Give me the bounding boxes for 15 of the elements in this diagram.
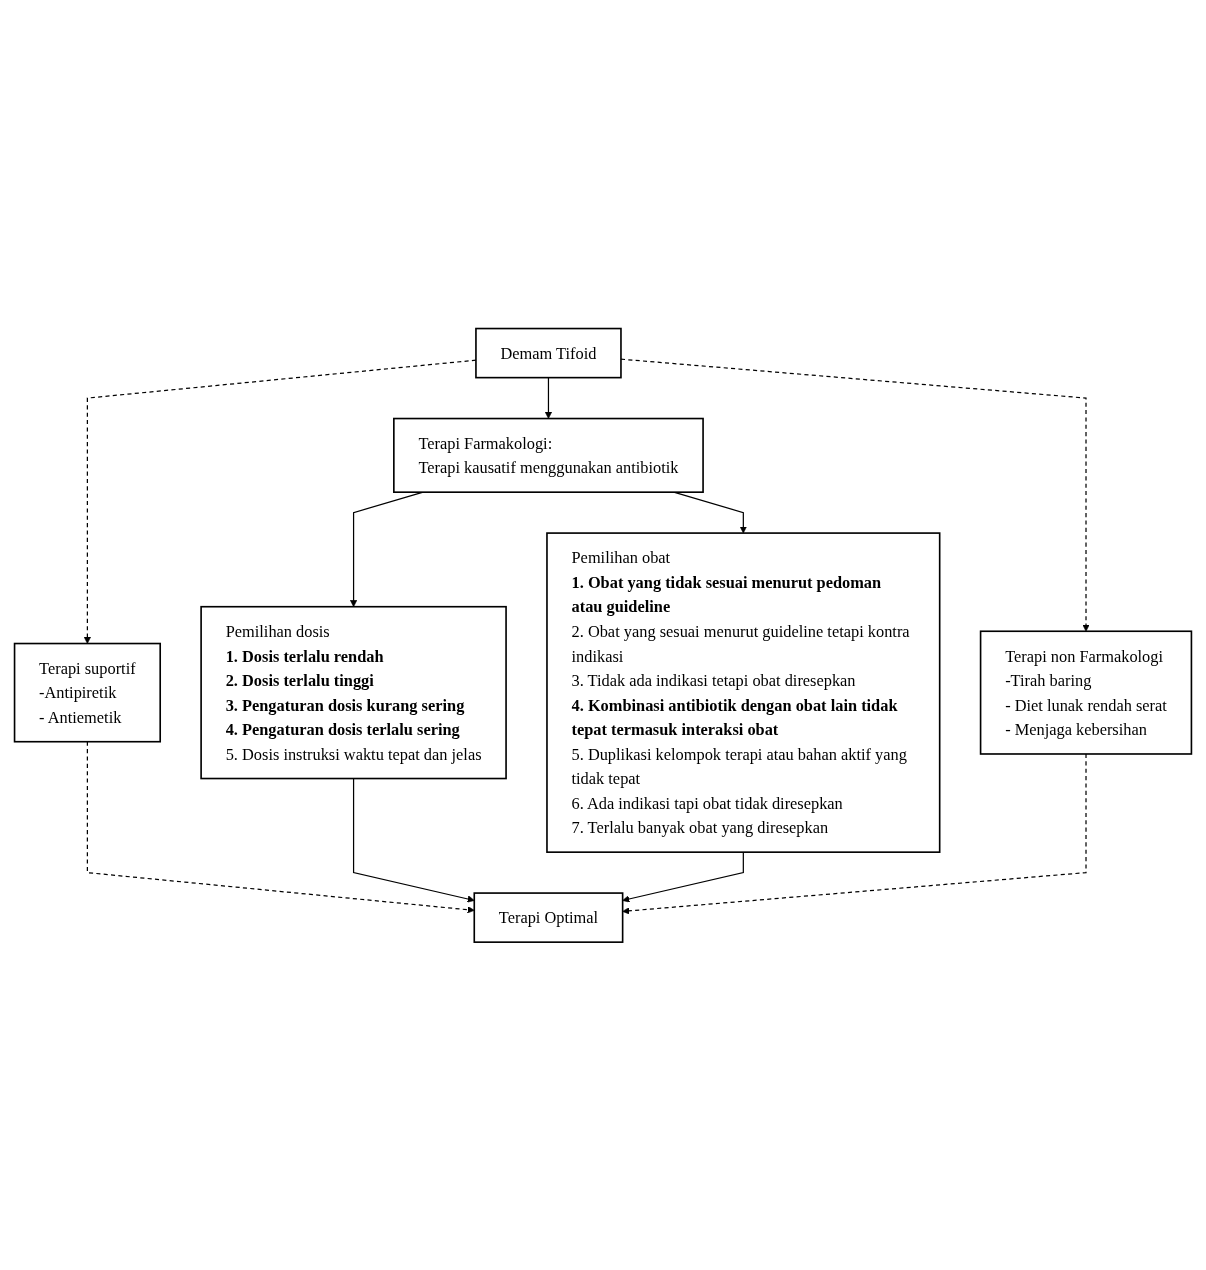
arrow xyxy=(673,491,747,534)
node-box: Terapi Farmakologi: Terapi kausatif menggunakan antibiotik xyxy=(393,417,704,493)
arrow xyxy=(350,491,424,607)
arrow xyxy=(620,358,1090,632)
arrow xyxy=(622,851,744,903)
arrow xyxy=(86,740,475,913)
node-box: Terapi Optimal xyxy=(473,891,624,943)
node-box: Terapi non Farmakologi -Tirah baring - Diet lunak rendah serat - Menjaga kebersihan xyxy=(979,630,1193,755)
node-box: Demam Tifoid xyxy=(475,327,622,379)
arrow xyxy=(622,753,1087,915)
arrow xyxy=(352,777,475,903)
node-box: Pemilihan dosis 1. Dosis terlalu rendah 2. Dosis terlalu tinggi 3. Pengaturan dosis kurang sering 4. Pengaturan dosis terlalu sering 5. Dosis instruksi waktu tepat dan jelas xyxy=(200,605,507,779)
node-box: Terapi suportif -Antipiretik - Antiemetik xyxy=(13,642,161,743)
arrow xyxy=(544,376,553,419)
node-box: Pemilihan obat 1. Obat yang tidak sesuai menurut pedoman atau guideline 2. Obat yang sesuai menurut guideline tetapi kontra indikasi 3. Tidak ada indikasi tetapi obat diresepkan 4. Kombinasi antibiotik dengan obat lain tidak tepat termasuk interaksi obat 5. Duplikasi kelompok terapi atau bahan aktif yang tidak tepat 6. Ada indikasi tapi obat tidak diresepkan 7. Terlalu banyak obat yang diresepkan xyxy=(546,531,941,853)
